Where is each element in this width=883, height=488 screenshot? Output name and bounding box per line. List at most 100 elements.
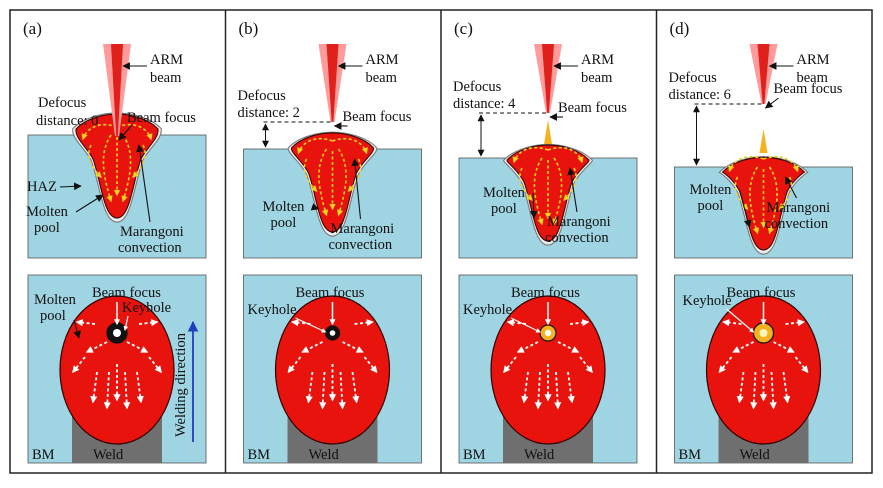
molten-pool-section (290, 132, 375, 233)
arm-beam-core (757, 44, 770, 104)
marangoni-flow-arrow (533, 157, 544, 226)
defocus-label: Defocus (238, 88, 287, 104)
molten-pool-label: pool (491, 201, 517, 217)
molten-pool-top-label: Molten (34, 292, 77, 308)
keyhole-label: Keyhole (683, 293, 732, 309)
defocus-label: distance: 0 (36, 113, 98, 129)
weld-label: Weld (524, 447, 555, 463)
keyhole-highlight (329, 330, 336, 336)
weld-label: Weld (93, 447, 124, 463)
keyhole-pointer (726, 308, 755, 333)
marangoni-flow-arrow (303, 158, 318, 192)
beam-focus-label: Beam focus (127, 110, 196, 126)
marangoni-flow-arrow (749, 166, 760, 235)
top-flow-arrow (557, 341, 580, 353)
weld-label: Weld (740, 447, 771, 463)
marangoni-flow-arrow (347, 158, 362, 192)
keyhole-highlight (113, 329, 121, 337)
top-flow-arrow (732, 341, 754, 353)
keyhole-vapour-plume (759, 129, 768, 153)
panel-label: (d) (670, 19, 690, 38)
beam-focus-top-label: Beam focus (296, 285, 365, 301)
keyhole-vapour-plume (544, 120, 552, 144)
marangoni-pointer (351, 158, 362, 220)
bm-label: BM (463, 447, 486, 463)
molten-pool-label: Molten (263, 199, 306, 215)
top-flow-arrow (773, 341, 795, 353)
arm-beam-label: beam (366, 70, 398, 86)
defocus-label: Defocus (669, 70, 718, 86)
marangoni-label: convection (329, 237, 393, 253)
marangoni-flow-arrow (102, 134, 113, 203)
panel-label: (a) (23, 19, 42, 38)
marangoni-flow-arrow (778, 176, 793, 210)
arm-beam-label: ARM (366, 52, 399, 68)
molten-pool-label: pool (271, 215, 297, 231)
arm-beam-label: beam (797, 70, 829, 86)
top-flow-arrow (338, 371, 346, 410)
arm-beam-label: beam (150, 70, 182, 86)
molten-pool-pointer (75, 194, 104, 213)
molten-pool-pointer (738, 189, 752, 228)
beam-focus-top-label: Beam focus (92, 285, 161, 301)
marangoni-flow-arrow (318, 148, 329, 217)
marangoni-label: convection (545, 230, 609, 246)
keyhole-highlight (544, 329, 552, 337)
arm-beam-label: ARM (581, 52, 614, 68)
arm-beam-label: ARM (797, 52, 830, 68)
marangoni-flow-arrow (88, 144, 102, 178)
top-flow-arrow (103, 371, 111, 410)
top-flow-arrow (123, 371, 131, 410)
haz-pointer (59, 182, 82, 191)
molten-pool-top-pointer (73, 319, 81, 339)
defocus-label: Defocus (453, 79, 502, 95)
top-flow-arrow (554, 371, 562, 410)
marangoni-label: Marangoni (120, 224, 184, 240)
panel-label: (c) (454, 19, 473, 38)
marangoni-flow-arrow (132, 144, 146, 178)
marangoni-label: convection (118, 240, 182, 256)
marangoni-flow-arrow (552, 157, 563, 226)
top-flow-arrow (301, 341, 323, 353)
defocus-label: distance: 6 (669, 87, 731, 103)
beam-focus-pointer (118, 124, 133, 141)
top-flow-arrow (516, 341, 539, 353)
top-flow-arrow (769, 371, 777, 410)
beam-focus-top-label: Beam focus (511, 285, 580, 301)
keyhole-pointer (510, 317, 541, 333)
keyhole-label: Keyhole (248, 302, 297, 318)
beam-focus-top-label: Beam focus (727, 285, 796, 301)
defocus-label: distance: 4 (453, 96, 516, 112)
bm-label: BM (32, 447, 55, 463)
arm-beam-core (542, 44, 554, 113)
beam-focus-pointer (764, 97, 779, 109)
marangoni-label: convection (765, 216, 829, 232)
molten-pool-label: Molten (26, 204, 69, 220)
keyhole-highlight (759, 329, 768, 337)
keyhole-label: Keyhole (463, 302, 512, 318)
top-flow-arrow (126, 341, 149, 353)
defocus-label: distance: 2 (238, 105, 300, 121)
marangoni-flow-arrow (767, 166, 778, 235)
beam-focus-label: Beam focus (774, 81, 843, 97)
top-flow-arrow (319, 371, 327, 410)
marangoni-flow-arrow (336, 148, 347, 217)
marangoni-flow-arrow (519, 167, 533, 201)
marangoni-flow-arrow (734, 176, 749, 210)
arm-beam-core (111, 44, 123, 136)
top-flow-arrow (342, 341, 364, 353)
marangoni-label: Marangoni (767, 200, 831, 216)
marangoni-pointer (567, 167, 578, 213)
marangoni-pointer (785, 176, 797, 199)
marangoni-flow-arrow (563, 167, 577, 201)
arm-beam-label: beam (581, 70, 613, 86)
keyhole-label: Keyhole (122, 300, 171, 316)
welding-direction-label: Welding direction (173, 332, 189, 437)
beam-focus-label: Beam focus (343, 109, 412, 125)
marangoni-pointer (136, 144, 151, 223)
